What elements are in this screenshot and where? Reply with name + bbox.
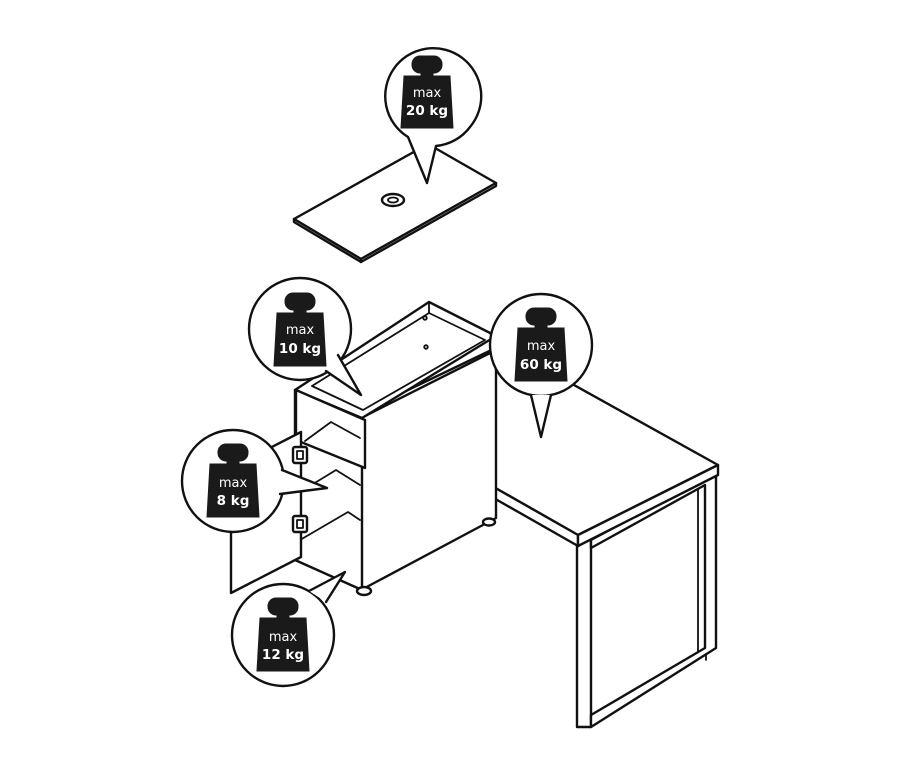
weight-load-value: 20 kg (406, 103, 448, 119)
hinge-icon (291, 445, 309, 465)
weight-label-max: max (527, 339, 556, 354)
hinge-icon (291, 514, 309, 534)
weight-icon (273, 292, 327, 367)
weight-load-value: 10 kg (279, 341, 321, 357)
weight-load-value: 12 kg (262, 647, 304, 663)
weight-load-value: 8 kg (217, 493, 250, 509)
load-callout-top: max 20 kg (384, 46, 483, 185)
load-callout-door: max 8 kg (180, 428, 329, 534)
weight-load-value: 60 kg (520, 357, 562, 373)
cabinet (229, 300, 498, 597)
cable-grommet-icon (380, 192, 406, 208)
load-callout-bottom: max 12 kg (230, 570, 347, 688)
cabinet-foot (481, 517, 497, 527)
load-callout-desk: max 60 kg (488, 292, 594, 439)
cabinet-foot (355, 585, 373, 597)
weight-icon (400, 55, 454, 129)
weight-label-max: max (269, 630, 298, 645)
weight-label-max: max (413, 86, 442, 101)
weight-icon (514, 307, 568, 382)
cabinet-top-panel (292, 142, 498, 264)
weight-icon (256, 597, 310, 672)
weight-label-max: max (286, 323, 315, 338)
load-callout-shelf: max 10 kg (247, 276, 363, 397)
weight-icon (206, 443, 260, 518)
weight-label-max: max (219, 476, 248, 491)
